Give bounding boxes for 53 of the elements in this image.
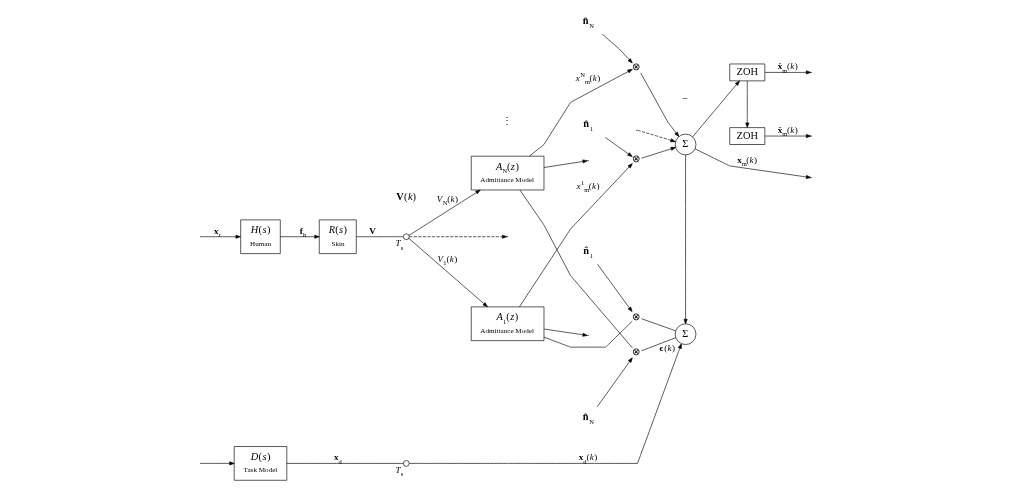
connector — [519, 189, 633, 349]
arrow — [280, 234, 320, 239]
arrow — [637, 129, 676, 143]
node-label: T$_{s}$ — [395, 238, 404, 251]
arrow — [605, 137, 633, 157]
arrow — [601, 33, 633, 64]
connector — [543, 320, 633, 348]
arrow — [543, 159, 588, 168]
arrow — [683, 154, 688, 325]
node-label: T$_{s}$ — [395, 464, 404, 478]
edge-label: f$_{h}$ — [299, 225, 307, 239]
label: ⋮ — [502, 114, 513, 126]
arrow — [408, 343, 682, 464]
edge-label: V — [369, 225, 376, 236]
arrow — [764, 134, 812, 138]
node-text: n̂$_{N}$ — [582, 15, 594, 29]
edge-label: x$_{r}$ — [214, 225, 221, 239]
node-text: ⊗ — [632, 60, 641, 72]
arrow — [408, 189, 481, 236]
arrow — [640, 72, 680, 137]
arrow — [200, 234, 241, 239]
arrow — [745, 80, 750, 128]
edge-label: x$_{d}$ — [333, 452, 342, 465]
edge-label: V$_{1}$(k) — [437, 253, 458, 267]
node-text: ⊗ — [632, 152, 641, 164]
arrow — [596, 357, 633, 408]
arrow — [597, 263, 633, 312]
node-circle: Σ — [674, 323, 697, 345]
arrow — [692, 80, 740, 138]
node-box: ZOH — [729, 127, 766, 145]
label: − — [682, 92, 689, 104]
arrow — [641, 146, 676, 159]
node-switch — [403, 233, 410, 240]
edge-label: x$^{1}$$_{m}$(k) — [576, 179, 600, 194]
edge-label: x$_{d}$(k) — [578, 452, 598, 465]
node-text: n̂$_{1}$ — [583, 118, 594, 132]
node-text: ⊗ — [632, 310, 641, 322]
arrow — [519, 163, 633, 308]
arrow — [529, 69, 633, 157]
edge-label: x$^{N}$$_{m}$(k) — [575, 71, 601, 86]
node-label: ϵ(k) — [659, 343, 675, 354]
node-text: n̂$_{1}$ — [583, 245, 594, 259]
edge-label: V$_{N}$(k) — [436, 193, 459, 207]
arrow — [408, 234, 508, 239]
connector — [286, 463, 404, 464]
label: V(k) — [396, 191, 416, 203]
edge-label: x$_{m}$(k) — [737, 154, 758, 168]
node-text: ⊗ — [632, 345, 641, 357]
node-switch — [403, 460, 410, 467]
node-text: n̂$_{N}$ — [582, 411, 594, 425]
arrow — [408, 238, 488, 308]
node-box: ZOH — [729, 63, 766, 82]
edge-label: ẍ$_{m}$(k) — [777, 124, 798, 138]
